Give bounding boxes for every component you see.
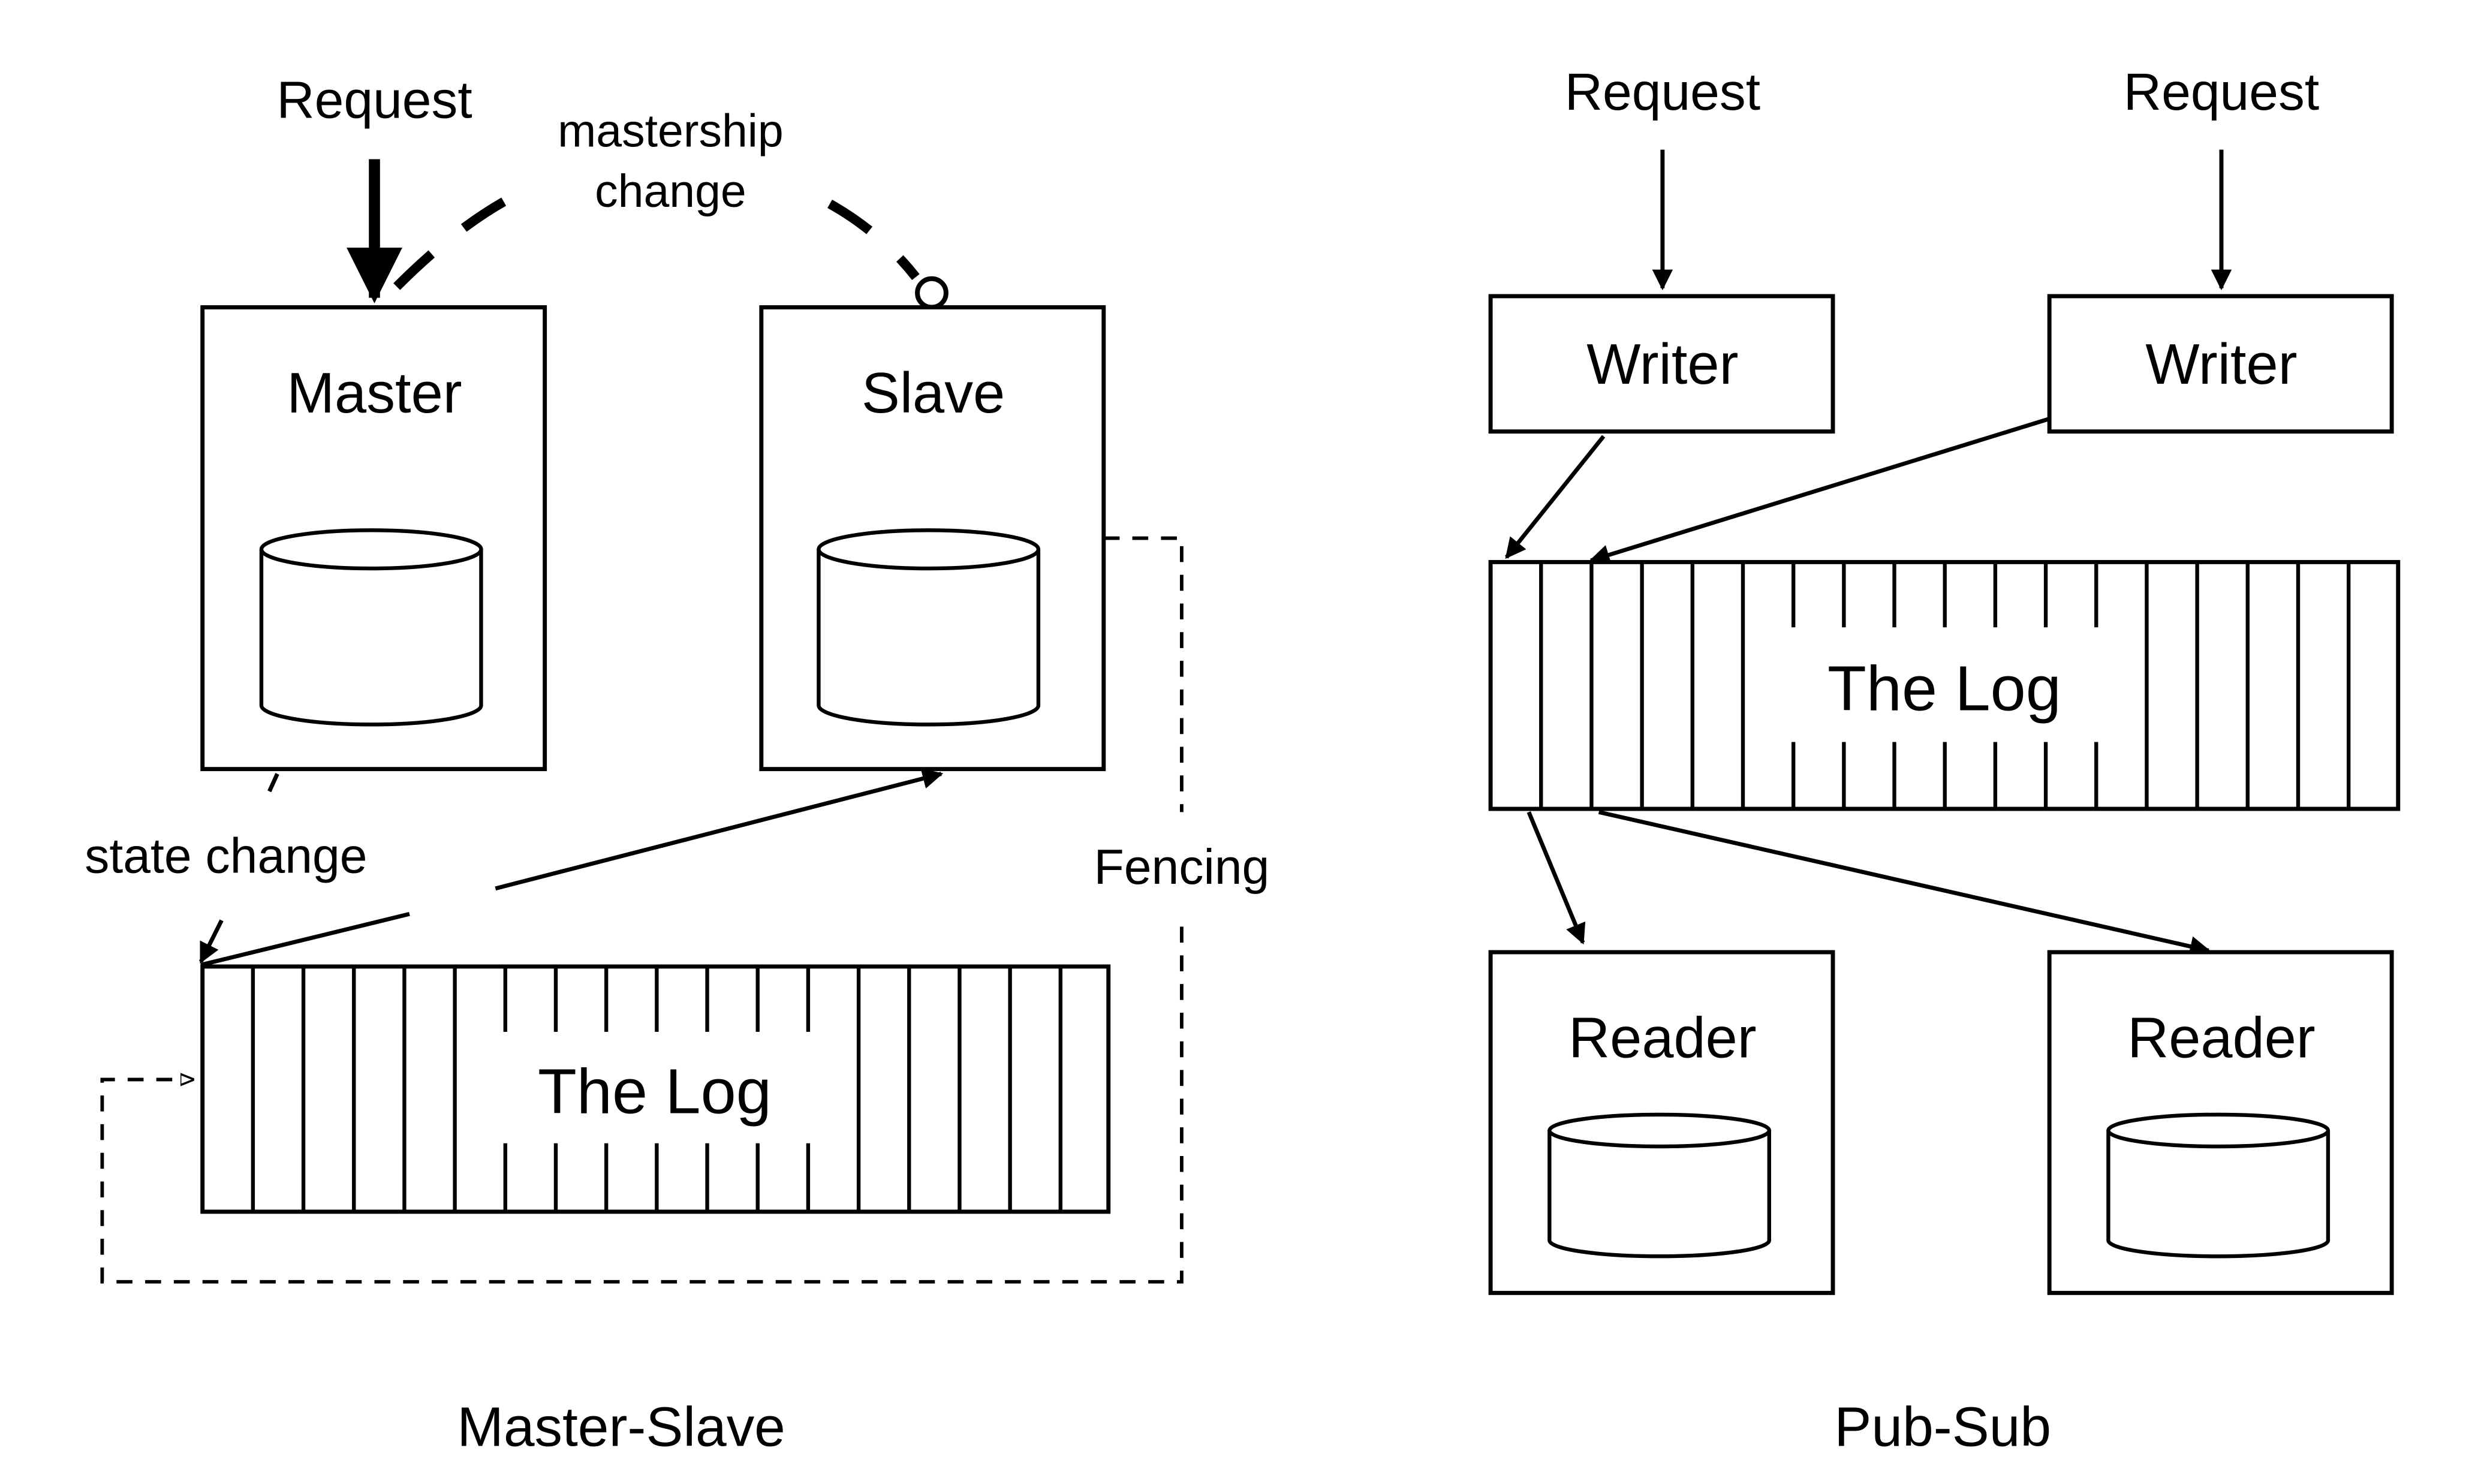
slave-label: Slave [862, 361, 1005, 425]
master-database-icon [259, 528, 483, 727]
reader-right-label: Reader [2127, 1006, 2316, 1070]
ms-log: The Log [200, 964, 1111, 1214]
ps-log-label: The Log [1827, 652, 2061, 724]
writer-left-label: Writer [1586, 332, 1738, 396]
slave-database-icon [817, 528, 1041, 727]
writer-left-to-log-arrow [1504, 435, 1606, 559]
reader-left-label: Reader [1568, 1006, 1757, 1070]
ms-log-label: The Log [538, 1055, 772, 1127]
ps-request-right-label: Request [2124, 62, 2319, 121]
mastership-change-connector-right [827, 199, 920, 280]
mastership-change-label-line2: change [595, 165, 746, 217]
master-slave-caption: Master-Slave [457, 1395, 785, 1458]
reader-left-database-icon [1547, 1112, 1771, 1259]
fencing-connector-top [1103, 536, 1184, 812]
writer-right-to-log-arrow [1589, 417, 2051, 565]
log-to-reader-left-arrow [1526, 811, 1586, 945]
fencing-label: Fencing [1094, 839, 1269, 895]
mastership-change-label-line1: mastership [558, 105, 784, 156]
pub-sub-caption: Pub-Sub [1834, 1395, 2051, 1458]
ms-log-entries [251, 966, 1062, 1212]
ps-request-left-label: Request [1565, 62, 1760, 121]
ps-log: The Log [1488, 559, 2401, 811]
master-slave-section: Request mastership change Master Slave s… [85, 71, 1269, 1458]
master-label: Master [287, 361, 462, 425]
mastership-change-connector [393, 186, 526, 290]
state-change-tick [267, 773, 279, 793]
reader-right-database-icon [2106, 1112, 2331, 1259]
writer-right-node [2047, 294, 2394, 434]
writer-left-node [1488, 294, 1835, 434]
log-to-slave-arrow [495, 768, 944, 891]
log-to-reader-right-arrow [1598, 809, 2211, 957]
ps-log-entries [1539, 562, 2351, 809]
pub-sub-section: Request Request Writer Writer The Log Re… [1488, 62, 2401, 1458]
writer-right-label: Writer [2145, 332, 2297, 396]
log-to-slave-arrow-start [200, 911, 410, 967]
state-change-label: state change [85, 828, 367, 883]
state-change-arrow [198, 919, 224, 964]
mastership-change-endpoint-icon [915, 276, 949, 310]
ms-request-label: Request [276, 71, 472, 130]
fencing-connector-loop [100, 926, 1184, 1284]
